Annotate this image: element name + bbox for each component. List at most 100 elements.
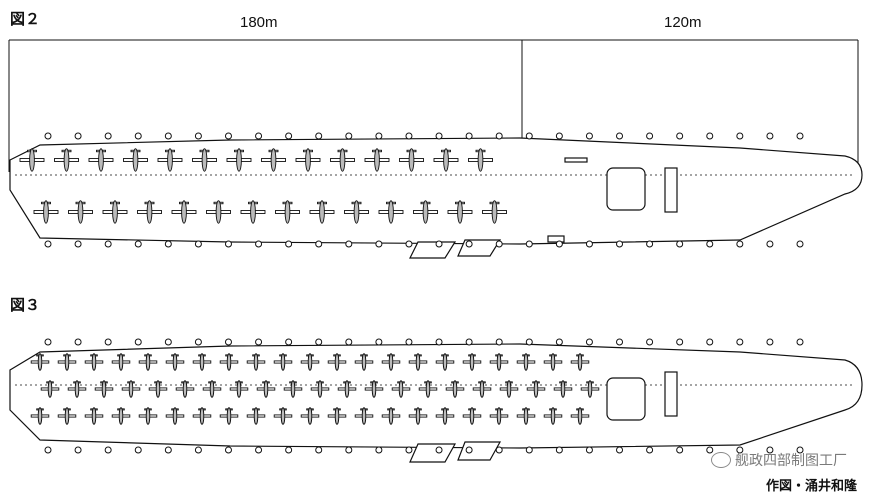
- aircraft-fig3: [121, 380, 141, 398]
- aircraft-fig3: [337, 380, 357, 398]
- aircraft-fig3: [246, 353, 266, 371]
- aircraft-fig3: [489, 353, 509, 371]
- gun-tub: [616, 446, 624, 454]
- aircraft-fig3: [246, 407, 266, 425]
- gun-tub: [585, 446, 593, 454]
- gun-tub: [285, 446, 293, 454]
- aircraft-fig2: [68, 200, 93, 224]
- aircraft-fig3: [57, 353, 77, 371]
- gun-tub: [375, 338, 383, 346]
- aircraft-fig3: [192, 407, 212, 425]
- aircraft-fig3: [30, 407, 50, 425]
- gun-tub: [224, 338, 232, 346]
- gun-tub: [345, 132, 353, 140]
- aircraft-fig3: [219, 353, 239, 371]
- gun-tub: [796, 240, 804, 248]
- gun-tub: [255, 132, 263, 140]
- aircraft-fig2: [206, 200, 231, 224]
- gun-tub: [435, 338, 443, 346]
- gun-tub: [766, 446, 774, 454]
- gun-tub: [736, 240, 744, 248]
- aircraft-fig3: [516, 353, 536, 371]
- gun-tub: [495, 132, 503, 140]
- gun-tub: [74, 240, 82, 248]
- gun-tub: [375, 240, 383, 248]
- aircraft-fig3: [354, 353, 374, 371]
- gun-tub: [285, 132, 293, 140]
- gun-tub: [706, 338, 714, 346]
- island-fig2: [664, 167, 678, 213]
- gun-tub: [676, 240, 684, 248]
- aircraft-fig3: [354, 407, 374, 425]
- gun-tub: [285, 240, 293, 248]
- gun-tub: [706, 132, 714, 140]
- gun-tub: [796, 446, 804, 454]
- gun-tub: [224, 132, 232, 140]
- gun-tub: [104, 132, 112, 140]
- aircraft-fig3: [84, 407, 104, 425]
- gun-tub: [405, 338, 413, 346]
- aircraft-fig3: [148, 380, 168, 398]
- aircraft-fig3: [40, 380, 60, 398]
- gun-tub: [736, 132, 744, 140]
- drawing-credit: 作図・涌井和隆: [765, 479, 857, 494]
- aircraft-fig3: [381, 353, 401, 371]
- aircraft-fig3: [310, 380, 330, 398]
- aircraft-fig3: [111, 407, 131, 425]
- watermark-text: 舰政四部制图工厂: [735, 453, 847, 469]
- gun-tub: [796, 132, 804, 140]
- aircraft-fig2: [378, 200, 404, 224]
- dimension-120m-label: 120m: [664, 14, 702, 31]
- aircraft-fig2: [261, 148, 286, 172]
- aircraft-fig2: [344, 200, 369, 224]
- gun-tub: [345, 240, 353, 248]
- aircraft-fig3: [327, 353, 347, 371]
- gun-tub: [255, 446, 263, 454]
- elevator-fig3: [606, 377, 646, 421]
- aircraft-fig3: [418, 380, 438, 398]
- gun-tub: [224, 240, 232, 248]
- aircraft-group-fig2: [19, 148, 507, 224]
- deck-marking-fig2: [564, 157, 588, 163]
- aircraft-fig3: [435, 353, 455, 371]
- aircraft-fig2: [309, 200, 335, 224]
- aircraft-fig2: [123, 148, 148, 172]
- aircraft-fig3: [543, 407, 563, 425]
- aircraft-fig2: [330, 148, 355, 172]
- aircraft-fig3: [94, 380, 114, 398]
- aircraft-fig3: [138, 353, 158, 371]
- aircraft-fig3: [408, 353, 428, 371]
- gun-tub: [44, 338, 52, 346]
- gun-tub: [44, 446, 52, 454]
- aircraft-fig2: [137, 200, 162, 224]
- aircraft-fig3: [435, 407, 455, 425]
- gun-tub: [104, 446, 112, 454]
- aircraft-fig3: [526, 380, 546, 398]
- aircraft-fig2: [102, 200, 128, 224]
- gun-tub: [74, 338, 82, 346]
- gun-tub: [134, 446, 142, 454]
- aircraft-fig2: [19, 148, 45, 172]
- aircraft-fig3: [175, 380, 195, 398]
- gun-tub: [435, 240, 443, 248]
- gun-tub: [194, 132, 202, 140]
- boat-crane-2-fig2: [457, 239, 502, 257]
- gun-tub: [646, 240, 654, 248]
- gun-tub: [555, 240, 563, 248]
- aircraft-fig3: [256, 380, 276, 398]
- aircraft-fig3: [300, 407, 320, 425]
- gun-tub: [194, 338, 202, 346]
- gun-tub: [315, 446, 323, 454]
- boat-crane-2-fig3: [457, 441, 502, 461]
- aircraft-fig3: [364, 380, 384, 398]
- gun-tub: [375, 132, 383, 140]
- aircraft-fig3: [300, 353, 320, 371]
- aircraft-fig3: [165, 407, 185, 425]
- gun-tubs-fig3: [44, 338, 804, 454]
- gun-tub: [345, 446, 353, 454]
- gun-tub: [285, 338, 293, 346]
- gun-tub: [585, 338, 593, 346]
- aircraft-fig3: [273, 353, 293, 371]
- gun-tub: [616, 338, 624, 346]
- aircraft-fig2: [88, 148, 114, 172]
